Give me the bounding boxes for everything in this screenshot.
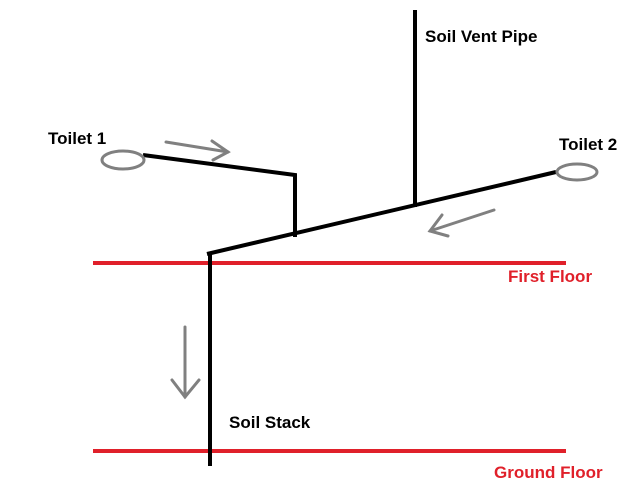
toilet-2-label: Toilet 2	[559, 135, 617, 154]
soil-stack-label: Soil Stack	[229, 413, 311, 432]
toilet-1-branch-pipe	[142, 153, 297, 237]
toilet-1-symbol	[100, 149, 146, 171]
soil-vent-pipe-label: Soil Vent Pipe	[425, 27, 537, 46]
main-branch-pipe	[206, 170, 557, 256]
flow-arrow-toilet-2	[427, 208, 496, 238]
toilet-1-label: Toilet 1	[48, 129, 106, 148]
first-floor-label: First Floor	[508, 267, 592, 286]
flow-arrow-soil-stack	[170, 325, 201, 400]
toilet-2-symbol	[555, 162, 599, 182]
flow-arrow-toilet-1	[164, 139, 231, 162]
ground-floor-label: Ground Floor	[494, 463, 603, 482]
